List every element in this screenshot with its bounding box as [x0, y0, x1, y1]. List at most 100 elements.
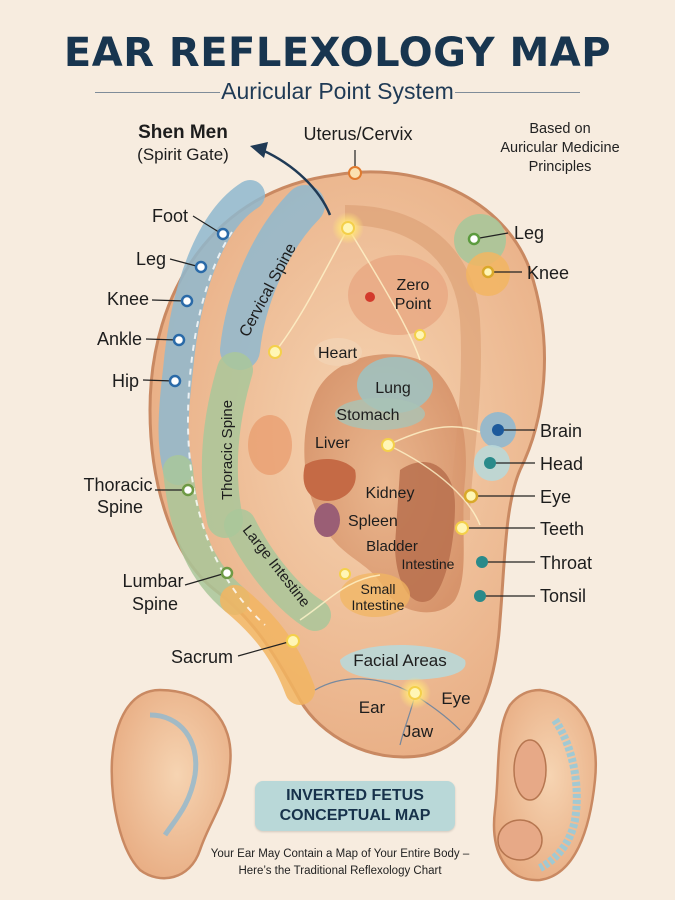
large-intestine-band — [224, 509, 331, 631]
point-brain — [492, 424, 504, 436]
point-throat — [476, 556, 488, 568]
label-tonsil: Tonsil — [540, 586, 586, 606]
liver-area — [248, 415, 292, 475]
point-foot — [216, 227, 230, 241]
cervical-band — [220, 185, 325, 370]
label-small-intestine-1: Small — [360, 581, 395, 597]
point-hip — [168, 374, 182, 388]
point-sacrum — [286, 634, 300, 648]
point-lumbar-spine — [220, 566, 234, 580]
label-bladder: Bladder — [366, 538, 418, 555]
subtitle-rule-left — [95, 92, 220, 93]
mini-fetus-head — [497, 819, 543, 861]
label-leg-right: Leg — [514, 223, 544, 243]
label-lung: Lung — [375, 380, 411, 397]
label-thoracic-spine-2: Spine — [97, 497, 143, 517]
fetus-box-line: CONCEPTUAL MAP — [279, 807, 431, 824]
point-leg-left — [194, 260, 208, 274]
spleen-organ — [314, 503, 340, 537]
point-eye-right — [463, 488, 479, 504]
label-hip: Hip — [112, 371, 139, 391]
subtitle-row: Auricular Point System — [95, 78, 580, 108]
note-line: Auricular Medicine — [500, 140, 620, 156]
helix-band-orange — [220, 585, 315, 705]
label-eye-lobe: Eye — [441, 689, 470, 708]
inverted-fetus-box: INVERTED FETUS CONCEPTUAL MAP — [255, 781, 455, 831]
point-heart — [268, 345, 282, 359]
point-facial — [408, 686, 422, 700]
label-uterus: Uterus/Cervix — [303, 124, 412, 144]
mini-ear-spine — [537, 717, 581, 872]
label-intestine: Intestine — [402, 556, 455, 572]
label-lumbar-spine-1: Lumbar — [122, 571, 183, 591]
label-zero-point-2: Point — [395, 296, 432, 313]
stomach-area — [335, 398, 425, 430]
source-note: Based on Auricular Medicine Principles — [480, 120, 640, 177]
caption-line: Here’s the Traditional Reflexology Chart — [238, 865, 442, 877]
page-title: EAR REFLEXOLOGY MAP — [63, 30, 612, 76]
label-eye-right: Eye — [540, 487, 571, 507]
nerve-lines — [274, 227, 481, 621]
mini-ear-left — [110, 688, 232, 880]
points-teal — [474, 424, 504, 602]
subtitle-rule-right — [455, 92, 580, 93]
point-lung — [414, 329, 426, 341]
point-uterus — [348, 166, 362, 180]
subtitle: Auricular Point System — [221, 78, 454, 104]
shen-men-arrowhead — [250, 142, 268, 158]
point-zero — [365, 292, 375, 302]
point-ankle — [172, 333, 186, 347]
label-zero-point-1: Zero — [397, 277, 430, 294]
point-tonsil — [474, 590, 486, 602]
liver-organ — [303, 458, 356, 501]
caption-line: Your Ear May Contain a Map of Your Entir… — [210, 848, 470, 860]
point-stomach — [381, 438, 395, 452]
point-head — [484, 457, 496, 469]
note-line: Based on — [529, 121, 591, 137]
mini-fetus-body — [513, 739, 547, 801]
label-ankle: Ankle — [97, 329, 142, 349]
label-head: Head — [540, 454, 583, 474]
leader-lines — [142, 150, 535, 657]
point-leg-right — [467, 232, 481, 246]
label-liver: Liver — [315, 435, 350, 452]
label-sacrum: Sacrum — [171, 647, 233, 667]
label-throat: Throat — [540, 553, 592, 573]
facial-band — [340, 645, 466, 680]
label-facial-areas: Facial Areas — [353, 651, 447, 670]
helix-rim-line — [186, 231, 266, 626]
mini-ear-left-inner — [149, 712, 199, 837]
label-ear: Ear — [359, 698, 386, 717]
label-thoracic-spine-1: Thoracic — [83, 475, 152, 495]
label-stomach: Stomach — [336, 407, 399, 424]
label-heart: Heart — [318, 345, 358, 362]
point-small-intestine — [339, 568, 351, 580]
point-thoracic-spine — [181, 483, 195, 497]
label-small-intestine-2: Intestine — [352, 597, 405, 613]
points-yellow — [268, 166, 495, 700]
point-teeth — [455, 521, 469, 535]
label-kidney: Kidney — [366, 485, 415, 502]
shen-men-label: Shen Men — [138, 122, 228, 143]
shen-men-arrow — [261, 148, 332, 216]
points-helix-blue — [168, 227, 230, 388]
label-jaw: Jaw — [403, 722, 434, 741]
heart-area — [314, 338, 362, 366]
label-leg-left: Leg — [136, 249, 166, 269]
label-spleen: Spleen — [348, 513, 398, 530]
shen-men-sublabel: (Spirit Gate) — [137, 145, 229, 164]
ear-canal — [395, 462, 455, 602]
point-knee-left — [180, 294, 194, 308]
points-green — [181, 232, 481, 580]
caption: Your Ear May Contain a Map of Your Entir… — [175, 846, 505, 880]
label-knee-left: Knee — [107, 289, 149, 309]
zero-point-area — [348, 255, 448, 335]
point-knee-right — [481, 265, 495, 279]
fetus-box-line: INVERTED FETUS — [286, 787, 424, 804]
helix-band-blue — [158, 180, 265, 485]
label-thoracic-spine-band: Thoracic Spine — [219, 400, 236, 500]
label-foot: Foot — [152, 206, 188, 226]
point-shen-men — [341, 221, 355, 235]
label-knee-right: Knee — [527, 263, 569, 283]
